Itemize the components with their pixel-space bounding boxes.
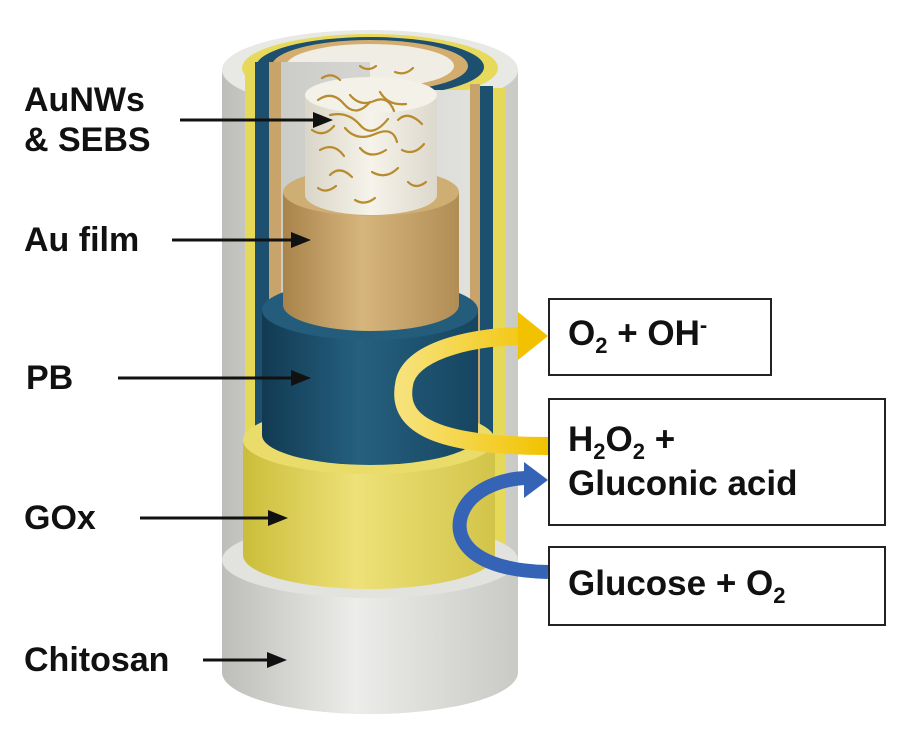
label-aunws-line2: & SEBS xyxy=(24,121,151,159)
label-chitosan: Chitosan xyxy=(24,641,170,679)
products-oh-sup: - xyxy=(699,312,708,338)
blue-reaction-arrow xyxy=(452,462,549,579)
intermediate-o-sub: 2 xyxy=(632,439,646,464)
intermediate-h: H xyxy=(568,420,594,459)
intermediate-h-sub: 2 xyxy=(593,439,606,464)
yellow-reaction-arrow xyxy=(394,312,549,455)
products-box: O2 + OH- xyxy=(548,298,772,376)
label-pb: PB xyxy=(26,359,74,397)
intermediate-line2: Gluconic acid xyxy=(568,464,798,503)
intermediate-box: H2O2 + Gluconic acid xyxy=(548,398,886,526)
reactants-text: Glucose + O xyxy=(568,564,774,603)
gold-nanowires xyxy=(310,64,428,204)
products-o-sub: 2 xyxy=(595,333,608,358)
label-au-film: Au film xyxy=(24,221,140,259)
reactants-box: Glucose + O2 xyxy=(548,546,886,626)
label-gox: GOx xyxy=(24,499,96,537)
intermediate-o: O xyxy=(605,420,633,459)
products-oh: + OH xyxy=(607,314,700,353)
reactants-sub: 2 xyxy=(773,583,786,608)
products-o: O xyxy=(568,314,596,353)
label-pointers xyxy=(118,112,333,668)
label-aunws: AuNWs & SEBS xyxy=(24,80,151,160)
aunws-sebs-core xyxy=(305,64,437,215)
label-aunws-line1: AuNWs xyxy=(24,81,145,119)
intermediate-plus: + xyxy=(645,420,676,459)
